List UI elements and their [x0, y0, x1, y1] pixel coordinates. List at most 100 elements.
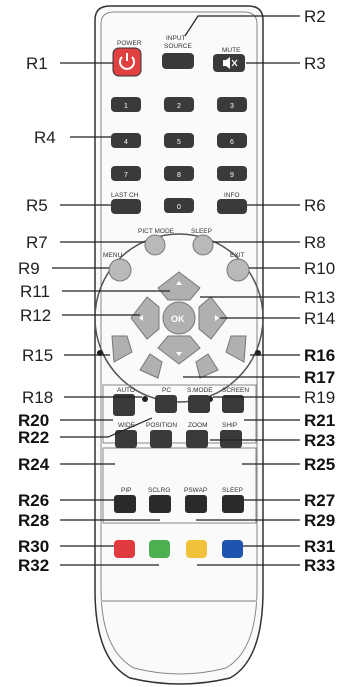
- key-1[interactable]: [111, 97, 141, 112]
- key-0-label: 0: [177, 204, 181, 211]
- pc-button[interactable]: [155, 395, 177, 413]
- function-panel-upper: [102, 384, 257, 444]
- position-caption: POSITION: [146, 422, 177, 429]
- key-9-label: 9: [230, 172, 234, 179]
- zoom-button[interactable]: [186, 430, 208, 448]
- key-2-label: 2: [177, 103, 181, 110]
- label-r21: R21: [304, 411, 335, 430]
- s-mode-caption: S.MODE: [187, 387, 213, 394]
- ok-button[interactable]: [162, 301, 196, 335]
- label-r5: R5: [26, 196, 48, 215]
- label-r10: R10: [304, 259, 335, 278]
- label-r3: R3: [304, 54, 326, 73]
- input-source-button[interactable]: [162, 53, 194, 69]
- label-r4: R4: [34, 128, 56, 147]
- number-pad: 1 2 3 4 5 6 7 8 9 0: [111, 97, 247, 213]
- key-4[interactable]: [111, 133, 141, 148]
- exit-caption: EXIT: [230, 252, 244, 259]
- down-icon: [176, 352, 182, 356]
- label-r24: R24: [18, 455, 50, 474]
- input-source-caption-1: INPUT: [166, 35, 186, 42]
- label-r23: R23: [304, 431, 335, 450]
- channel-up-button[interactable]: [225, 335, 247, 363]
- label-r15: R15: [22, 346, 53, 365]
- down-arrow-button[interactable]: [157, 335, 201, 365]
- yellow-key[interactable]: [186, 540, 207, 558]
- mute-icon: [223, 57, 238, 69]
- volume-down-button[interactable]: [139, 353, 163, 379]
- key-8-label: 8: [177, 172, 181, 179]
- ship-button[interactable]: [220, 430, 242, 448]
- function-panel-lower: [102, 447, 257, 524]
- pip-button[interactable]: [114, 495, 136, 513]
- wide-button[interactable]: [115, 430, 137, 448]
- key-8[interactable]: [164, 166, 194, 181]
- mute-caption: MUTE: [222, 47, 241, 54]
- auto-button[interactable]: [113, 394, 135, 416]
- label-r30: R30: [18, 537, 49, 556]
- ship-caption: SHIP: [222, 422, 237, 429]
- key-5[interactable]: [164, 133, 194, 148]
- pip-caption: PIP: [121, 487, 131, 494]
- position-button[interactable]: [150, 430, 172, 448]
- key-9[interactable]: [217, 166, 247, 181]
- sclrg-button[interactable]: [149, 495, 171, 513]
- key-1-label: 1: [124, 103, 128, 110]
- power-caption: POWER: [117, 40, 142, 47]
- s-mode-button[interactable]: [188, 395, 210, 413]
- ok-label: OK: [171, 314, 185, 324]
- power-button[interactable]: [112, 47, 142, 77]
- key-7-label: 7: [124, 172, 128, 179]
- key-0[interactable]: [164, 198, 194, 213]
- label-r26: R26: [18, 491, 49, 510]
- green-key[interactable]: [149, 540, 170, 558]
- channel-down-button[interactable]: [111, 335, 133, 363]
- left-icon: [139, 315, 143, 321]
- label-r28: R28: [18, 511, 49, 530]
- input-source-caption-2: SOURCE: [164, 43, 192, 50]
- label-r20: R20: [18, 411, 49, 430]
- exit-button[interactable]: [226, 258, 250, 282]
- key-5-label: 5: [177, 139, 181, 146]
- info-button[interactable]: [217, 199, 247, 214]
- menu-caption: MENU: [103, 252, 122, 259]
- key-7[interactable]: [111, 166, 141, 181]
- sclrg-caption: SCLRG: [148, 487, 170, 494]
- key-6-label: 6: [230, 139, 234, 146]
- right-icon: [215, 315, 219, 321]
- key-3[interactable]: [217, 97, 247, 112]
- label-r13: R13: [304, 288, 335, 307]
- red-key[interactable]: [114, 540, 135, 558]
- label-r6: R6: [304, 196, 326, 215]
- label-r9: R9: [18, 259, 40, 278]
- volume-up-button[interactable]: [195, 353, 219, 379]
- label-r12: R12: [20, 306, 51, 325]
- screen-caption: SCREEN: [222, 387, 249, 394]
- blue-key[interactable]: [222, 540, 243, 558]
- pict-mode-button[interactable]: [144, 234, 166, 256]
- menu-button[interactable]: [108, 258, 132, 282]
- label-r19: R19: [304, 388, 335, 407]
- right-arrow-button[interactable]: [198, 296, 228, 340]
- label-r2: R2: [304, 7, 326, 26]
- power-icon: [119, 53, 135, 70]
- key-2[interactable]: [164, 97, 194, 112]
- pswap-button[interactable]: [185, 495, 207, 513]
- label-r1: R1: [26, 54, 48, 73]
- lower-panel-divider: [101, 600, 257, 602]
- up-arrow-button[interactable]: [157, 271, 201, 301]
- label-r11: R11: [20, 282, 50, 301]
- label-r17: R17: [304, 368, 335, 387]
- label-r25: R25: [304, 455, 335, 474]
- label-r16: R16: [304, 346, 335, 365]
- sleep-button[interactable]: [192, 234, 214, 256]
- sleep2-button[interactable]: [222, 495, 244, 513]
- last-ch-button[interactable]: [111, 199, 141, 214]
- key-3-label: 3: [230, 103, 234, 110]
- pc-caption: PC: [162, 387, 171, 394]
- last-ch-caption: LAST CH: [111, 192, 139, 199]
- zoom-caption: ZOOM: [188, 422, 208, 429]
- label-r31: R31: [304, 537, 335, 556]
- screen-button[interactable]: [222, 395, 244, 413]
- key-6[interactable]: [217, 133, 247, 148]
